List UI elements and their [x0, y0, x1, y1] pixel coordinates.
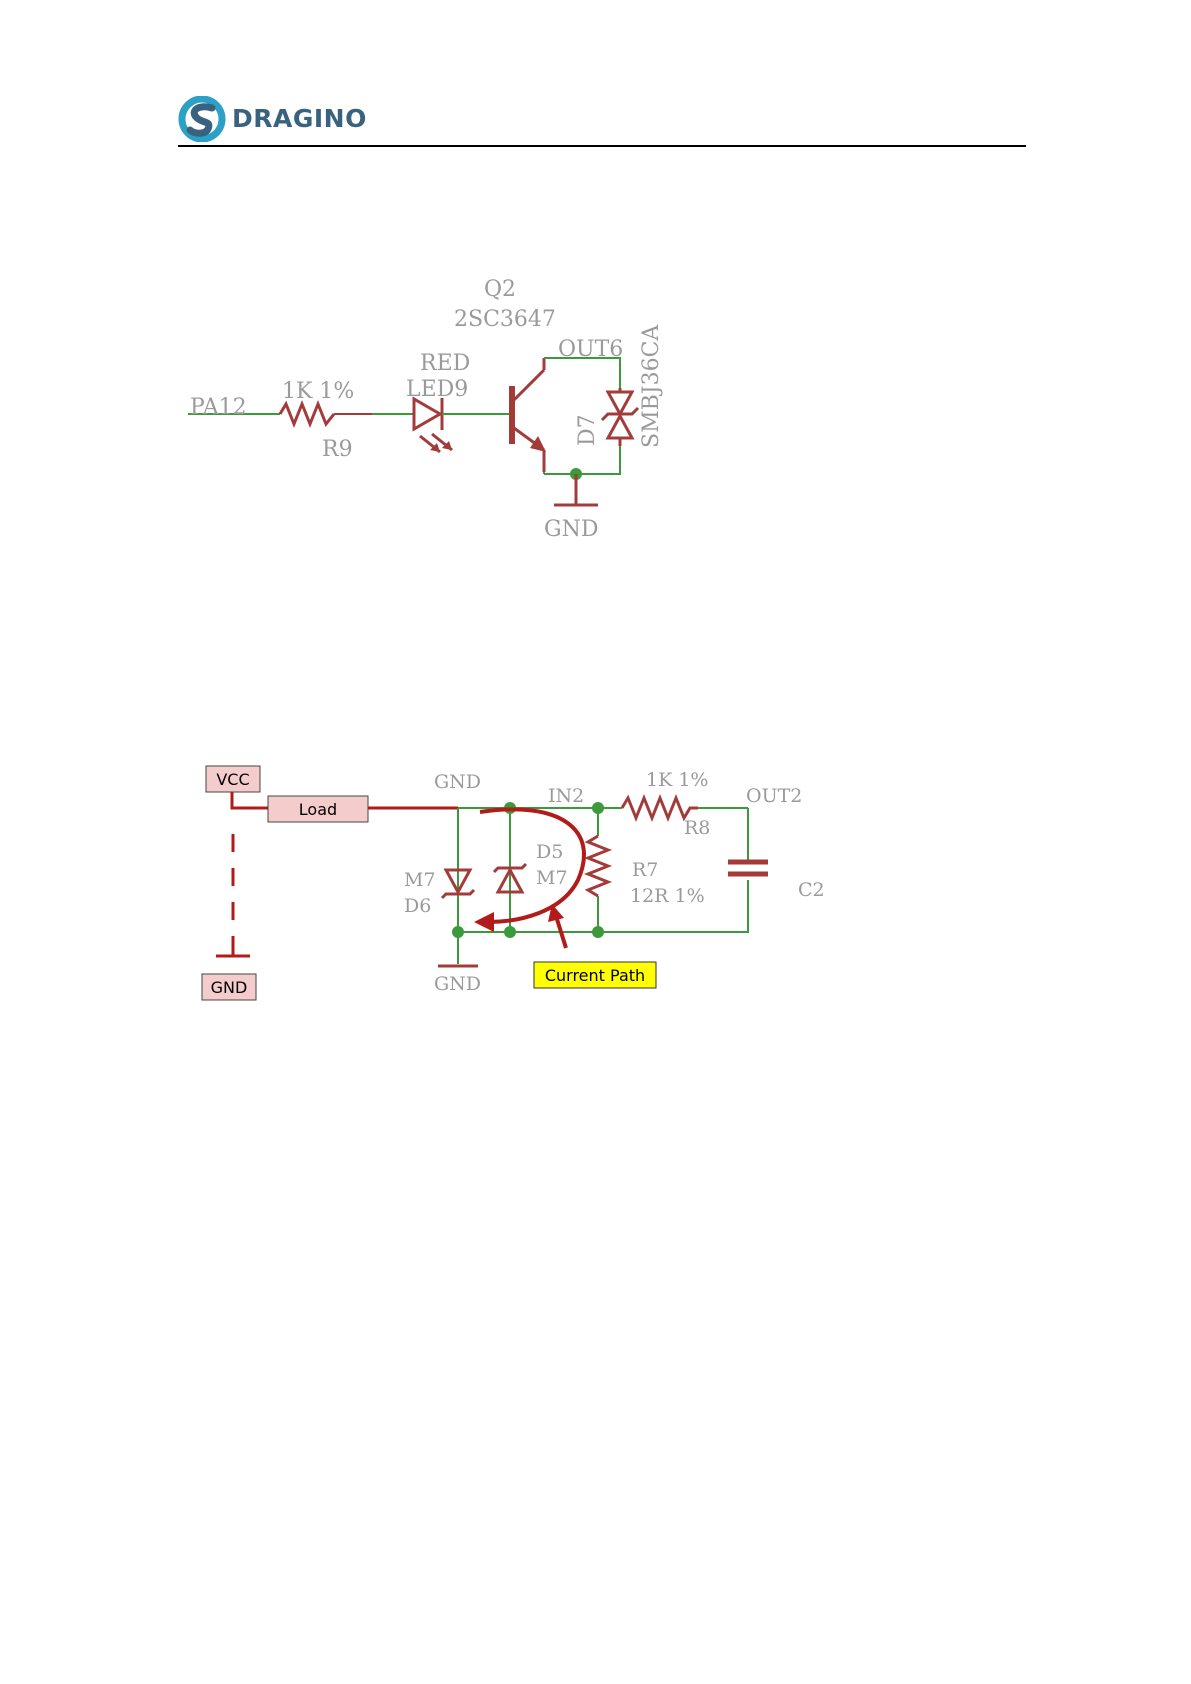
label-gnd-top: GND: [544, 517, 598, 542]
load-label: Load: [299, 800, 337, 819]
top-schematic: Q2 2SC3647 OUT6 RED LED9 1K 1% PA12 R9 G…: [188, 277, 664, 542]
label-m7-left: M7: [404, 869, 436, 891]
label-gnd-upper: GND: [434, 771, 481, 793]
label-out6: OUT6: [558, 337, 623, 362]
label-c2: C2: [798, 879, 825, 901]
label-r9: R9: [322, 437, 353, 462]
label-out2: OUT2: [746, 785, 802, 807]
gnd-box-label: GND: [211, 978, 248, 997]
label-1k-1pct: 1K 1%: [282, 379, 354, 404]
label-2sc3647: 2SC3647: [454, 307, 556, 332]
label-1k-1pct-bottom: 1K 1%: [646, 769, 708, 791]
label-pa12: PA12: [190, 395, 247, 420]
junction-dot: [592, 926, 604, 938]
current-path-arrow: [480, 809, 584, 922]
resistor-r7: [588, 836, 608, 896]
junction-dot: [592, 802, 604, 814]
resistor-r9: [280, 404, 334, 424]
current-path-label: Current Path: [545, 966, 645, 985]
transistor-q2-icon: [512, 358, 546, 472]
label-in2: IN2: [548, 785, 584, 807]
label-r7: R7: [632, 859, 658, 881]
junction-dot: [452, 926, 464, 938]
label-red: RED: [420, 351, 470, 376]
label-d6: D6: [404, 895, 431, 917]
label-d7: D7: [575, 414, 600, 446]
label-smbj36ca: SMBJ36CA: [639, 324, 664, 448]
label-led9: LED9: [406, 377, 468, 402]
label-m7-right: M7: [536, 867, 568, 889]
label-r8: R8: [684, 817, 710, 839]
label-q2: Q2: [484, 277, 516, 302]
label-12r-1pct: 12R 1%: [630, 885, 705, 907]
arrowhead-icon: [474, 912, 494, 932]
junction-dot: [504, 926, 516, 938]
tvs-d7-icon: [602, 388, 638, 446]
bottom-schematic: VCC Load GND: [202, 766, 825, 1000]
vcc-label: VCC: [216, 770, 249, 789]
resistor-r8: [622, 798, 698, 818]
label-d5: D5: [536, 841, 563, 863]
led9-icon: [412, 398, 452, 452]
label-gnd-lower: GND: [434, 973, 481, 995]
